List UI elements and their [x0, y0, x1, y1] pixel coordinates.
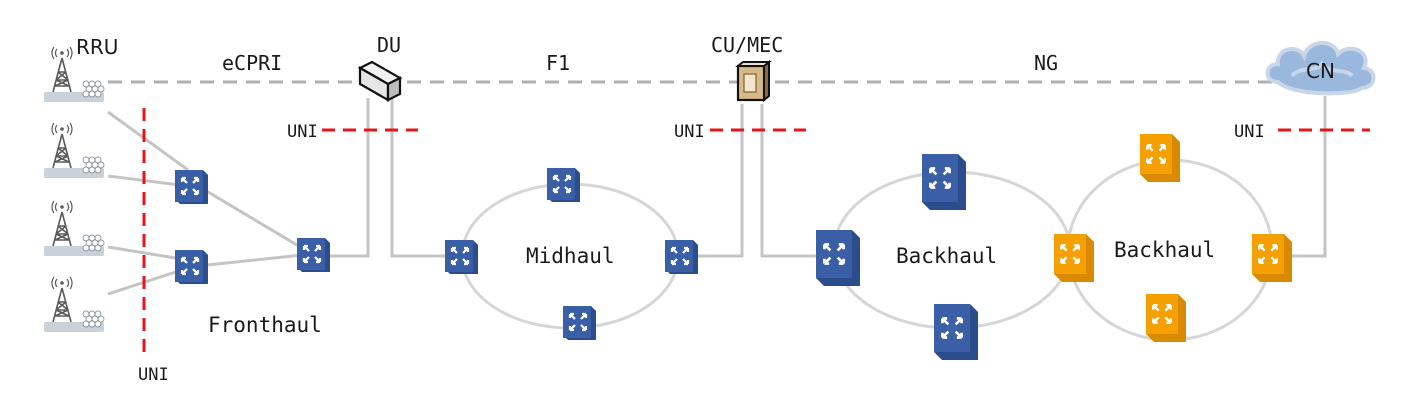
uni-lines [142, 108, 1370, 352]
backhaul-label-2: Backhaul [1114, 238, 1215, 262]
network-switch-icon [1140, 134, 1180, 182]
network-switch-icon [1252, 234, 1292, 282]
network-switch-icon [175, 170, 208, 204]
network-switch-icon [547, 168, 580, 202]
network-switch-icon [816, 230, 860, 286]
uni-label-du: UNI [287, 122, 318, 142]
cloud-icon [1265, 41, 1376, 96]
network-switch-icon [297, 238, 330, 272]
du-label: DU [377, 33, 401, 57]
network-switch-icon [934, 304, 978, 360]
uni-label-cu: UNI [674, 122, 705, 142]
fronthaul-label: Fronthaul [208, 313, 322, 337]
midhaul-label: Midhaul [526, 244, 615, 268]
f1-label: F1 [546, 51, 570, 75]
network-switch-icon [922, 154, 966, 210]
rru-label: RRU [76, 35, 118, 59]
cell-tower-icon [43, 122, 105, 179]
physical-links [107, 96, 1327, 296]
cell-tower-icon [43, 200, 105, 257]
network-switch-icon [1054, 234, 1094, 282]
network-switch-icon [445, 240, 478, 274]
network-switch-icon [665, 240, 698, 274]
ecpri-label: eCPRI [222, 51, 282, 75]
network-switch-icon [175, 250, 208, 284]
ng-label: NG [1034, 51, 1058, 75]
network-switch-icon [1146, 294, 1186, 342]
du-server-icon [357, 60, 403, 102]
network-switch-icon [563, 306, 596, 340]
cn-label: CN [1306, 59, 1335, 83]
cell-tower-icon [43, 276, 105, 333]
uni-label-bottom: UNI [138, 365, 169, 385]
cu-mec-server-icon [735, 59, 772, 103]
cu-mec-label: CU/MEC [711, 33, 783, 57]
backhaul-label-1: Backhaul [896, 244, 997, 268]
uni-label-cn: UNI [1234, 122, 1265, 142]
